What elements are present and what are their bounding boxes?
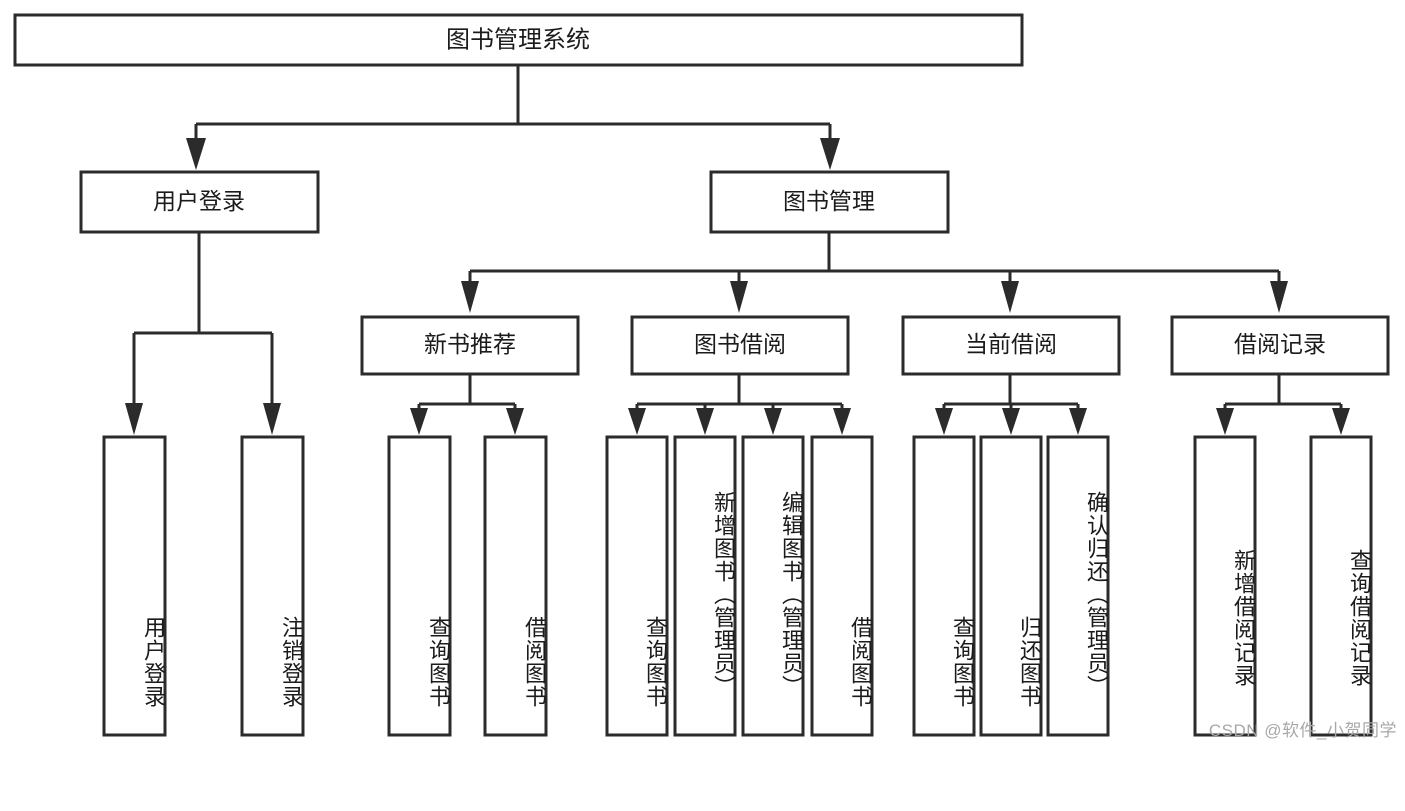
node-book-borrow-label: 图书借阅 (694, 331, 786, 357)
arrow-head-icon (263, 403, 281, 435)
arrow-head-icon (186, 138, 206, 170)
leaf-boxes (102, 435, 1373, 737)
leaf-box-query-book-2[interactable] (605, 435, 669, 737)
node-book-manage[interactable]: 图书管理 (709, 170, 950, 234)
arrow-head-icon (410, 408, 428, 435)
connector-bookmanage-to-level2 (461, 232, 1288, 313)
node-borrow-record-label: 借阅记录 (1234, 331, 1326, 357)
arrow-head-icon (833, 408, 851, 435)
node-root-box[interactable] (13, 13, 1024, 67)
flowchart-canvas: 图书管理系统 用户登录 图书管理 新书推荐 图书借阅 当前借阅 借阅记录 (13, 13, 1397, 740)
node-book-borrow-box[interactable] (630, 315, 850, 376)
leaf-box-query-book-1[interactable] (387, 435, 452, 737)
leaf-box-query-book-3[interactable] (912, 435, 976, 737)
leaf-box-confirm-return[interactable] (1046, 435, 1110, 737)
connector-root-to-level1 (186, 65, 840, 170)
node-new-book-recommend[interactable]: 新书推荐 (360, 315, 580, 376)
connector-bookborrow-to-leaves (628, 374, 851, 435)
node-root-label: 图书管理系统 (446, 26, 590, 53)
arrow-head-icon (1216, 408, 1234, 435)
leaf-box-borrow-book-2[interactable] (810, 435, 874, 737)
flowchart-svg: 图书管理系统 用户登录 图书管理 新书推荐 图书借阅 当前借阅 借阅记录 (13, 13, 1390, 737)
node-new-book-recommend-box[interactable] (360, 315, 580, 376)
node-borrow-record[interactable]: 借阅记录 (1170, 315, 1390, 376)
node-current-borrow[interactable]: 当前借阅 (901, 315, 1121, 376)
node-user-login-label: 用户登录 (153, 188, 245, 214)
node-book-borrow[interactable]: 图书借阅 (630, 315, 850, 376)
leaf-box-user-login[interactable] (102, 435, 167, 737)
arrow-head-icon (1069, 408, 1087, 435)
node-new-book-recommend-label: 新书推荐 (424, 331, 516, 357)
arrow-head-icon (1002, 408, 1020, 435)
arrow-head-icon (730, 281, 748, 313)
node-book-manage-label: 图书管理 (783, 188, 875, 214)
connector-borrowrecord-to-leaves (1216, 374, 1350, 435)
node-book-manage-box[interactable] (709, 170, 950, 234)
leaf-box-edit-book[interactable] (741, 435, 805, 737)
arrow-head-icon (935, 408, 953, 435)
connector-userlogin-to-leaves (125, 232, 281, 435)
watermark-text: CSDN @软件_小贺同学 (1208, 721, 1397, 740)
arrow-head-icon (696, 408, 714, 435)
arrow-head-icon (764, 408, 782, 435)
leaf-box-query-record[interactable] (1309, 435, 1373, 737)
leaf-box-logout-login[interactable] (240, 435, 305, 737)
arrow-head-icon (1001, 281, 1019, 313)
leaf-box-borrow-book-1[interactable] (483, 435, 548, 737)
arrow-head-icon (820, 138, 840, 170)
node-user-login[interactable]: 用户登录 (79, 170, 320, 234)
arrow-head-icon (461, 281, 479, 313)
leaf-box-add-record[interactable] (1193, 435, 1257, 737)
arrow-head-icon (125, 403, 143, 435)
connector-newbook-to-leaves (410, 374, 524, 435)
node-user-login-box[interactable] (79, 170, 320, 234)
connector-currentborrow-to-leaves (935, 374, 1087, 435)
node-current-borrow-box[interactable] (901, 315, 1121, 376)
arrow-head-icon (1332, 408, 1350, 435)
arrow-head-icon (628, 408, 646, 435)
node-root[interactable]: 图书管理系统 (13, 13, 1024, 67)
arrow-head-icon (1270, 281, 1288, 313)
leaf-box-add-book[interactable] (673, 435, 737, 737)
node-current-borrow-label: 当前借阅 (965, 331, 1057, 357)
node-borrow-record-box[interactable] (1170, 315, 1390, 376)
leaf-box-return-book[interactable] (979, 435, 1043, 737)
arrow-head-icon (506, 408, 524, 435)
